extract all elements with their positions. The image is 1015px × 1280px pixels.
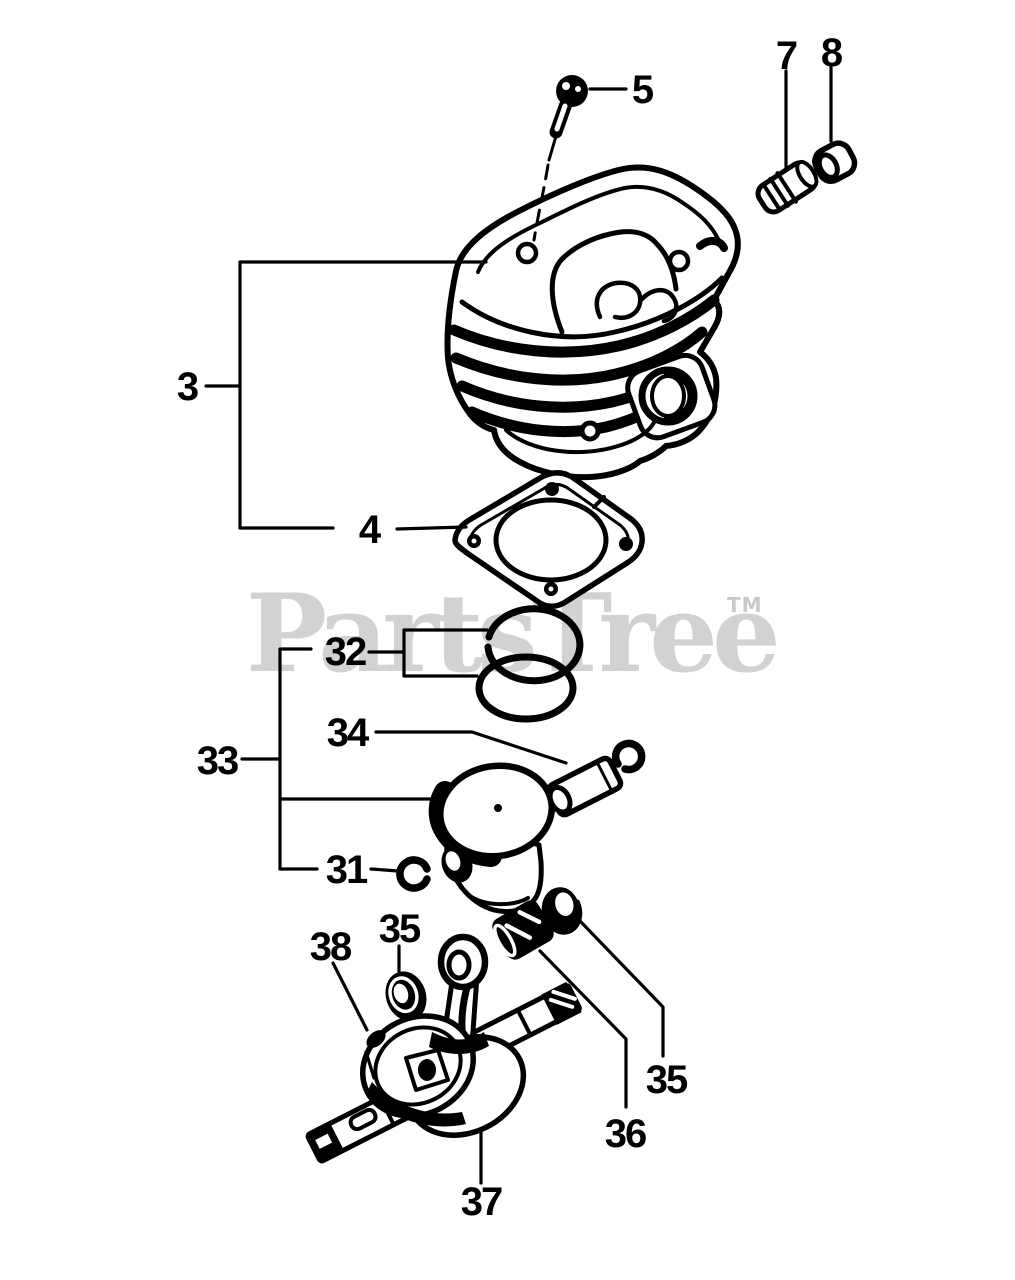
piston-ring-bottom — [475, 653, 577, 723]
cylinder-bolt-hole-left — [515, 241, 539, 265]
bushing-drawing — [812, 140, 858, 184]
callout-33: 33 — [197, 739, 238, 783]
circlip-right — [611, 739, 646, 774]
keyway-slot — [348, 1107, 378, 1132]
cylinder-drawing — [444, 164, 741, 484]
callout-35-left: 35 — [379, 907, 421, 951]
crankshaft-drawing — [305, 933, 582, 1164]
circlip-left — [396, 856, 431, 892]
callout-32: 32 — [325, 630, 366, 674]
flange-bolt-hole — [579, 420, 601, 442]
callout-38: 38 — [310, 925, 352, 969]
cylinder-bolt-hole-right — [667, 249, 691, 273]
thrust-washer-drawing — [385, 971, 427, 1021]
piston-pin-drawing — [546, 755, 624, 818]
bracket-33 — [240, 647, 443, 871]
leader-31 — [369, 867, 400, 873]
callout-labels: 3 4 5 7 8 31 32 33 34 35 35 36 37 38 — [177, 31, 845, 1224]
watermark-trademark: TM — [727, 593, 763, 617]
leader-lines — [204, 65, 833, 1185]
callout-35-right: 35 — [646, 1058, 688, 1102]
callout-8: 8 — [821, 31, 843, 75]
screw-drawing — [532, 75, 588, 242]
bracket-3 — [204, 260, 488, 530]
leader-35-right — [578, 919, 665, 1058]
callout-31: 31 — [326, 848, 368, 892]
needle-bearing-drawing — [492, 900, 554, 960]
bracket-32 — [280, 628, 489, 678]
callout-5: 5 — [632, 68, 654, 112]
callout-7: 7 — [776, 34, 797, 78]
woodruff-key-drawing — [366, 1030, 386, 1048]
leader-4 — [395, 525, 468, 531]
gasket-bore — [493, 497, 609, 583]
callout-37: 37 — [461, 1180, 502, 1224]
callout-4: 4 — [359, 508, 382, 552]
leader-34 — [374, 730, 568, 765]
plug-drawing — [755, 159, 819, 215]
piston-rings-drawing — [475, 605, 584, 723]
leader-36 — [538, 949, 628, 1109]
callout-36: 36 — [605, 1112, 646, 1156]
callout-3: 3 — [177, 365, 198, 409]
oil-seal-drawing — [541, 886, 583, 935]
crank-pin-hole — [418, 1059, 436, 1081]
leader-38 — [331, 961, 376, 1080]
watermark: PartsTree — [246, 571, 781, 697]
gasket-drawing — [452, 470, 645, 609]
callout-34: 34 — [327, 711, 370, 755]
piston-drawing — [428, 762, 556, 915]
piston-ring-top — [484, 605, 584, 685]
